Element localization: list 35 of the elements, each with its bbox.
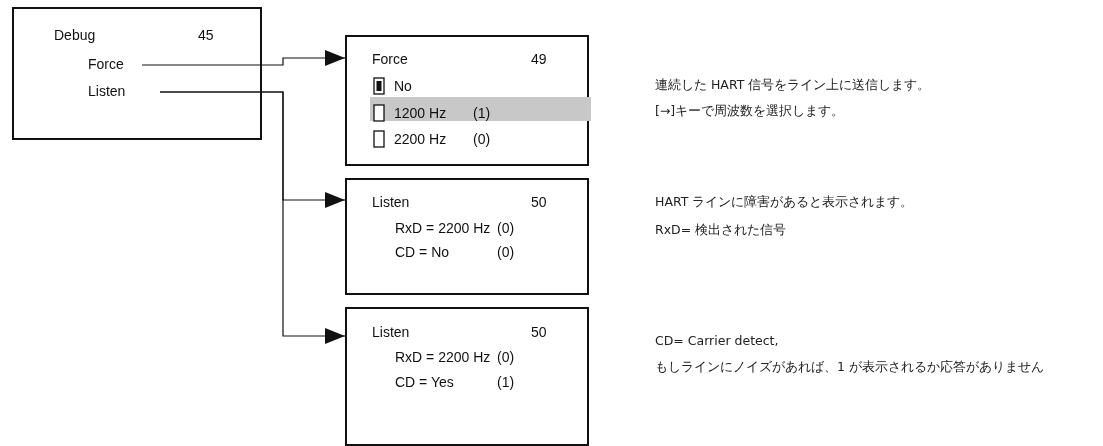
screen-box (345, 35, 589, 166)
menu-item-text: Force (88, 56, 124, 72)
screen-text: (0) (497, 220, 515, 236)
screen-title: Listen (372, 324, 410, 340)
screen-number: 50 (531, 194, 547, 210)
screen-text: No (394, 78, 412, 94)
screen-number: 50 (531, 324, 547, 340)
menu-item-text: Listen (88, 83, 126, 99)
screen-text: 2200 Hz (394, 131, 447, 147)
description-text: もしラインにノイズがあれば、1 が表示されるか応答がありません (655, 359, 1044, 374)
screen-title: Listen (372, 194, 410, 210)
screen-box (345, 307, 589, 446)
description-text: RxD= 検出された信号 (655, 222, 787, 237)
screen-text: 1200 Hz (394, 105, 447, 121)
screen-text: (0) (497, 349, 515, 365)
description-text: [→]キーで周波数を選択します。 (655, 103, 845, 118)
screen-box (12, 7, 262, 140)
screen-number: 45 (198, 27, 214, 43)
screen-text: CD = Yes (395, 374, 454, 390)
description-text: HART ラインに障害があると表示されます。 (655, 194, 914, 209)
screen-text: CD = No (395, 244, 450, 260)
screen-title: Force (372, 51, 408, 67)
screen-number: 49 (531, 51, 547, 67)
screen-text: (1) (497, 374, 515, 390)
arrow (141, 50, 346, 66)
screen-text: RxD = 2200 Hz (395, 220, 491, 236)
description-text: CD= Carrier detect, (655, 333, 779, 348)
screen-title: Debug (54, 27, 96, 43)
screen-box (345, 178, 589, 295)
screen-text: RxD = 2200 Hz (395, 349, 491, 365)
arrow (159, 91, 346, 344)
description-text: 連続した HART 信号をライン上に送信します。 (655, 77, 931, 92)
screen-text: (0) (497, 244, 515, 260)
screen-text: (1) (473, 105, 491, 121)
screen-text: (0) (473, 131, 491, 147)
